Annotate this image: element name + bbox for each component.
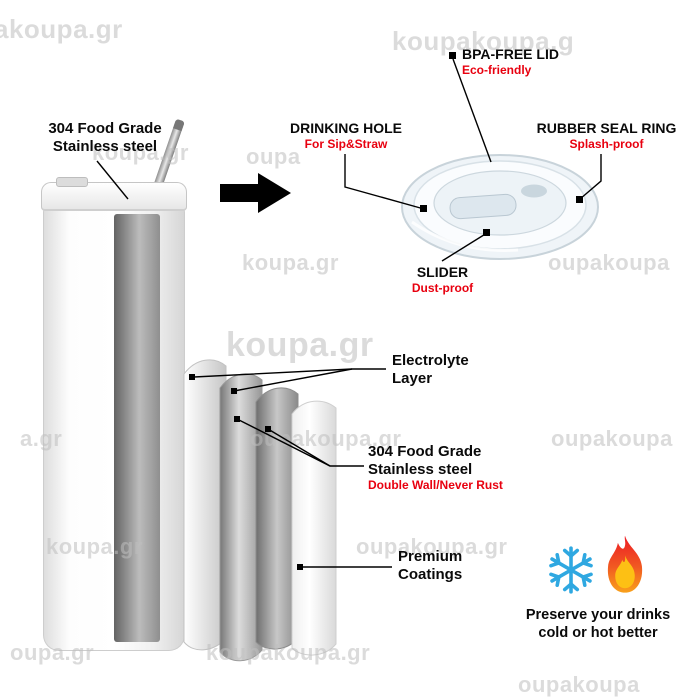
rubber-seal-ring-label: RUBBER SEAL RING Splash-proof bbox=[534, 120, 679, 152]
tumbler-material-label: 304 Food Grade Stainless steel bbox=[25, 120, 185, 155]
wall-layers bbox=[183, 359, 337, 662]
slider-title: SLIDER bbox=[416, 264, 469, 280]
preserve-drinks-caption: Preserve your drinks cold or hot better bbox=[502, 606, 694, 642]
watermark-text: akoupa.gr bbox=[0, 14, 123, 44]
drinking-hole-sublabel: For Sip&Straw bbox=[304, 136, 388, 151]
bpa-free-lid-title: BPA-FREE LID bbox=[462, 46, 559, 62]
electrolyte-line1: Electrolyte bbox=[392, 352, 469, 369]
tumbler-material-line2: Stainless steel bbox=[52, 137, 158, 155]
drinking-hole-title: DRINKING HOLE bbox=[290, 120, 402, 136]
electrolyte-layer-label: Electrolyte Layer bbox=[392, 352, 469, 387]
rubber-seal-ring-title: RUBBER SEAL RING bbox=[536, 120, 677, 136]
electrolyte-line2: Layer bbox=[392, 369, 433, 387]
watermark-text: koupa.gr bbox=[242, 250, 339, 275]
premium-coatings-line2: Coatings bbox=[398, 565, 463, 583]
wall-material-label: 304 Food Grade Stainless steel Double Wa… bbox=[368, 443, 503, 494]
premium-coatings-line1: Premium bbox=[398, 548, 463, 565]
preserve-line1: Preserve your drinks bbox=[525, 607, 671, 623]
preserve-line2: cold or hot better bbox=[538, 625, 658, 642]
drinking-hole-label: DRINKING HOLE For Sip&Straw bbox=[280, 120, 412, 152]
rubber-seal-ring-sublabel: Splash-proof bbox=[569, 136, 644, 151]
watermark-text: oupakoupa bbox=[551, 426, 673, 451]
watermark-text: oupakoupa bbox=[518, 672, 640, 697]
snowflake-icon bbox=[547, 546, 595, 594]
slider-sublabel: Dust-proof bbox=[411, 280, 474, 295]
premium-coatings-label: Premium Coatings bbox=[398, 548, 462, 583]
lid-slider-tab bbox=[56, 177, 88, 187]
wall-material-line1: 304 Food Grade bbox=[368, 443, 482, 460]
tumbler-lid bbox=[41, 177, 187, 211]
flame-icon bbox=[607, 535, 643, 593]
slider-label: SLIDER Dust-proof bbox=[400, 264, 485, 296]
wall-material-line2: Stainless steel bbox=[368, 460, 473, 478]
wall-material-sublabel: Double Wall/Never Rust bbox=[368, 478, 503, 493]
tumbler-material-line1: 304 Food Grade bbox=[48, 120, 162, 137]
tumbler-body bbox=[43, 208, 185, 651]
tumbler-inner-wall bbox=[114, 214, 160, 642]
arrow-right-icon bbox=[220, 173, 291, 213]
bpa-free-lid-sublabel: Eco-friendly bbox=[462, 62, 532, 77]
bpa-free-lid-label: BPA-FREE LID Eco-friendly bbox=[462, 46, 559, 78]
lid-top-view bbox=[401, 154, 599, 260]
